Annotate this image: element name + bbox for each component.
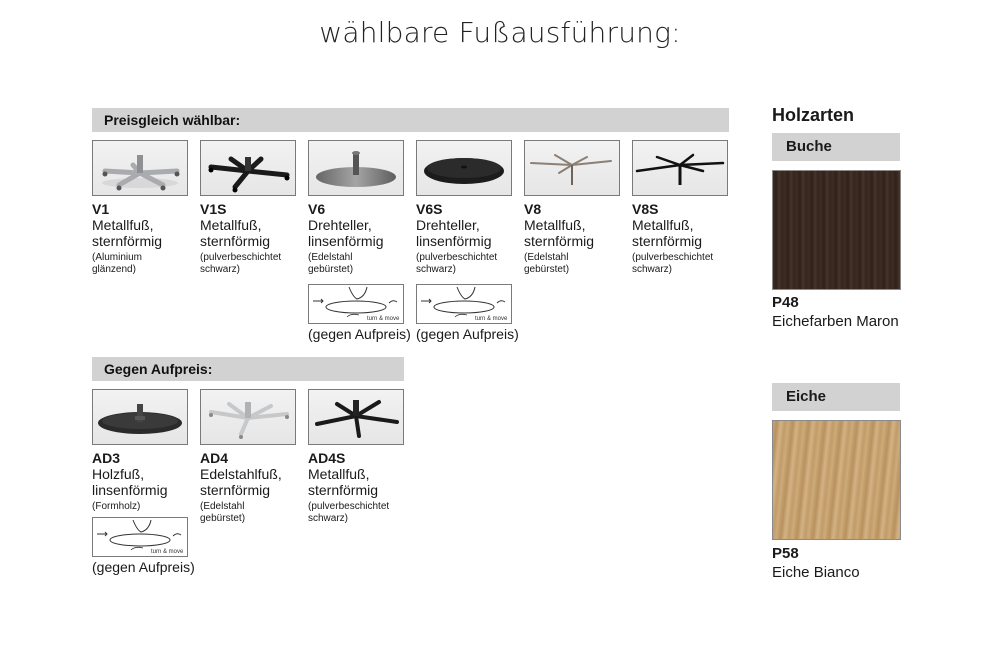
aluminium-star-base-icon — [92, 140, 188, 196]
base-type: Drehteller, — [416, 217, 480, 233]
base-code: V1 — [92, 201, 110, 217]
steel-disc-base-icon — [308, 140, 404, 196]
steel-star-base-icon — [200, 389, 296, 445]
turn-and-move-icon: turn & move — [416, 284, 512, 324]
wood-swatch-p58[interactable] — [772, 420, 901, 540]
turn-label: turn & move — [475, 316, 508, 322]
black-cross-base-icon — [308, 389, 404, 445]
base-material-line1: (pulverbeschichtet — [308, 501, 390, 512]
base-shape: sternförmig — [200, 482, 271, 498]
base-shape: sternförmig — [632, 233, 703, 249]
turn-label: turn & move — [151, 549, 184, 555]
base-option-v6[interactable]: V6 Drehteller, linsenförmig (Edelstahl g… — [308, 140, 411, 342]
base-material: (pulverbeschichtet schwarz) — [632, 252, 728, 276]
base-type: Metallfuß, — [632, 217, 694, 233]
base-option-v8[interactable]: V8 Metallfuß, sternförmig (Edelstahl geb… — [524, 140, 620, 276]
wood-type-header-buche: Buche — [772, 133, 900, 161]
base-type: Metallfuß, — [308, 466, 370, 482]
base-material-line1: (pulverbeschichtet — [632, 252, 714, 263]
base-material-line1: (Aluminium — [92, 252, 143, 263]
wood-finish: Eiche Bianco — [772, 564, 860, 581]
base-option-ad4[interactable]: AD4 Edelstahlfuß, sternförmig (Edelstahl… — [200, 389, 296, 525]
section-surcharge-header: Gegen Aufpreis: — [92, 357, 404, 381]
base-material-line2: gebürstet) — [308, 264, 354, 275]
base-material-line1: (pulverbeschichtet — [200, 252, 282, 263]
surcharge-note: (gegen Aufpreis) — [92, 559, 195, 575]
base-material: (pulverbeschichtet schwarz) — [308, 501, 404, 525]
base-option-v1s[interactable]: V1S Metallfuß, sternförmig (pulverbeschi… — [200, 140, 296, 276]
page-title: wählbare Fußausführung: — [319, 16, 681, 49]
wood-disc-base-icon — [92, 389, 188, 445]
base-material-line1: (Edelstahl — [200, 501, 245, 512]
base-shape: sternförmig — [524, 233, 595, 249]
base-option-v6s[interactable]: V6S Drehteller, linsenförmig (pulverbesc… — [416, 140, 519, 342]
base-code: V1S — [200, 201, 227, 217]
section-surcharge-label: Gegen Aufpreis: — [104, 361, 213, 377]
base-shape: linsenförmig — [92, 482, 168, 498]
base-material-line2: gebürstet) — [524, 264, 570, 275]
base-shape: linsenförmig — [416, 233, 492, 249]
base-shape: sternförmig — [92, 233, 163, 249]
base-code: AD4 — [200, 450, 229, 466]
base-material-line1: (Formholz) — [92, 501, 141, 512]
base-shape: sternförmig — [200, 233, 271, 249]
wood-type-name: Buche — [786, 138, 832, 155]
base-material-line2: schwarz) — [416, 264, 457, 275]
base-type: Edelstahlfuß, — [200, 466, 282, 482]
base-material-line2: schwarz) — [200, 264, 241, 275]
base-code: AD3 — [92, 450, 121, 466]
base-option-ad4s[interactable]: AD4S Metallfuß, sternförmig (pulverbesch… — [308, 389, 404, 525]
base-option-v8s[interactable]: V8S Metallfuß, sternförmig (pulverbeschi… — [632, 140, 728, 276]
base-material-line1: (Edelstahl — [308, 252, 353, 263]
base-material-line2: glänzend) — [92, 264, 136, 275]
base-code: V8S — [632, 201, 659, 217]
base-type: Metallfuß, — [92, 217, 154, 233]
base-option-v1[interactable]: V1 Metallfuß, sternförmig (Aluminium glä… — [92, 140, 188, 276]
base-type: Metallfuß, — [200, 217, 262, 233]
base-material-line2: schwarz) — [632, 264, 673, 275]
base-shape: sternförmig — [308, 482, 379, 498]
base-material-line1: (Edelstahl — [524, 252, 569, 263]
wood-swatch-p48[interactable] — [772, 170, 901, 290]
surcharge-note: (gegen Aufpreis) — [416, 326, 519, 342]
wood-type-name: Eiche — [786, 388, 827, 405]
section-standard-label: Preisgleich wählbar: — [104, 112, 241, 128]
turn-and-move-icon: turn & move — [308, 284, 404, 324]
base-material: (Aluminium glänzend) — [92, 252, 188, 276]
base-type: Holzfuß, — [92, 466, 145, 482]
base-type: Metallfuß, — [524, 217, 586, 233]
wood-finish: Eichefarben Maron — [772, 313, 899, 330]
steel-thin-star-base-icon — [524, 140, 620, 196]
base-material-line1: (pulverbeschichtet — [416, 252, 498, 263]
wood-code: P48 — [772, 294, 799, 311]
base-option-ad3[interactable]: AD3 Holzfuß, linsenförmig (Formholz) tur… — [92, 389, 195, 575]
base-material-line2: schwarz) — [308, 513, 349, 524]
base-type: Drehteller, — [308, 217, 372, 233]
base-material: (Edelstahl gebürstet) — [308, 252, 404, 276]
base-material: (pulverbeschichtet schwarz) — [200, 252, 296, 276]
base-code: AD4S — [308, 450, 346, 466]
base-material: (Formholz) — [92, 501, 188, 513]
base-material-line2: gebürstet) — [200, 513, 246, 524]
base-code: V6 — [308, 201, 326, 217]
black-star-base-icon — [200, 140, 296, 196]
black-disc-base-icon — [416, 140, 512, 196]
base-material: (pulverbeschichtet schwarz) — [416, 252, 512, 276]
turn-label: turn & move — [367, 316, 400, 322]
section-standard-header: Preisgleich wählbar: — [92, 108, 729, 132]
base-code: V8 — [524, 201, 542, 217]
base-material: (Edelstahl gebürstet) — [200, 501, 296, 525]
wood-code: P58 — [772, 545, 799, 562]
black-thin-star-base-icon — [632, 140, 728, 196]
wood-heading: Holzarten — [772, 105, 855, 125]
base-code: V6S — [416, 201, 443, 217]
base-material: (Edelstahl gebürstet) — [524, 252, 620, 276]
base-shape: linsenförmig — [308, 233, 384, 249]
surcharge-note: (gegen Aufpreis) — [308, 326, 411, 342]
wood-type-header-eiche: Eiche — [772, 383, 900, 411]
turn-and-move-icon: turn & move — [92, 517, 188, 557]
